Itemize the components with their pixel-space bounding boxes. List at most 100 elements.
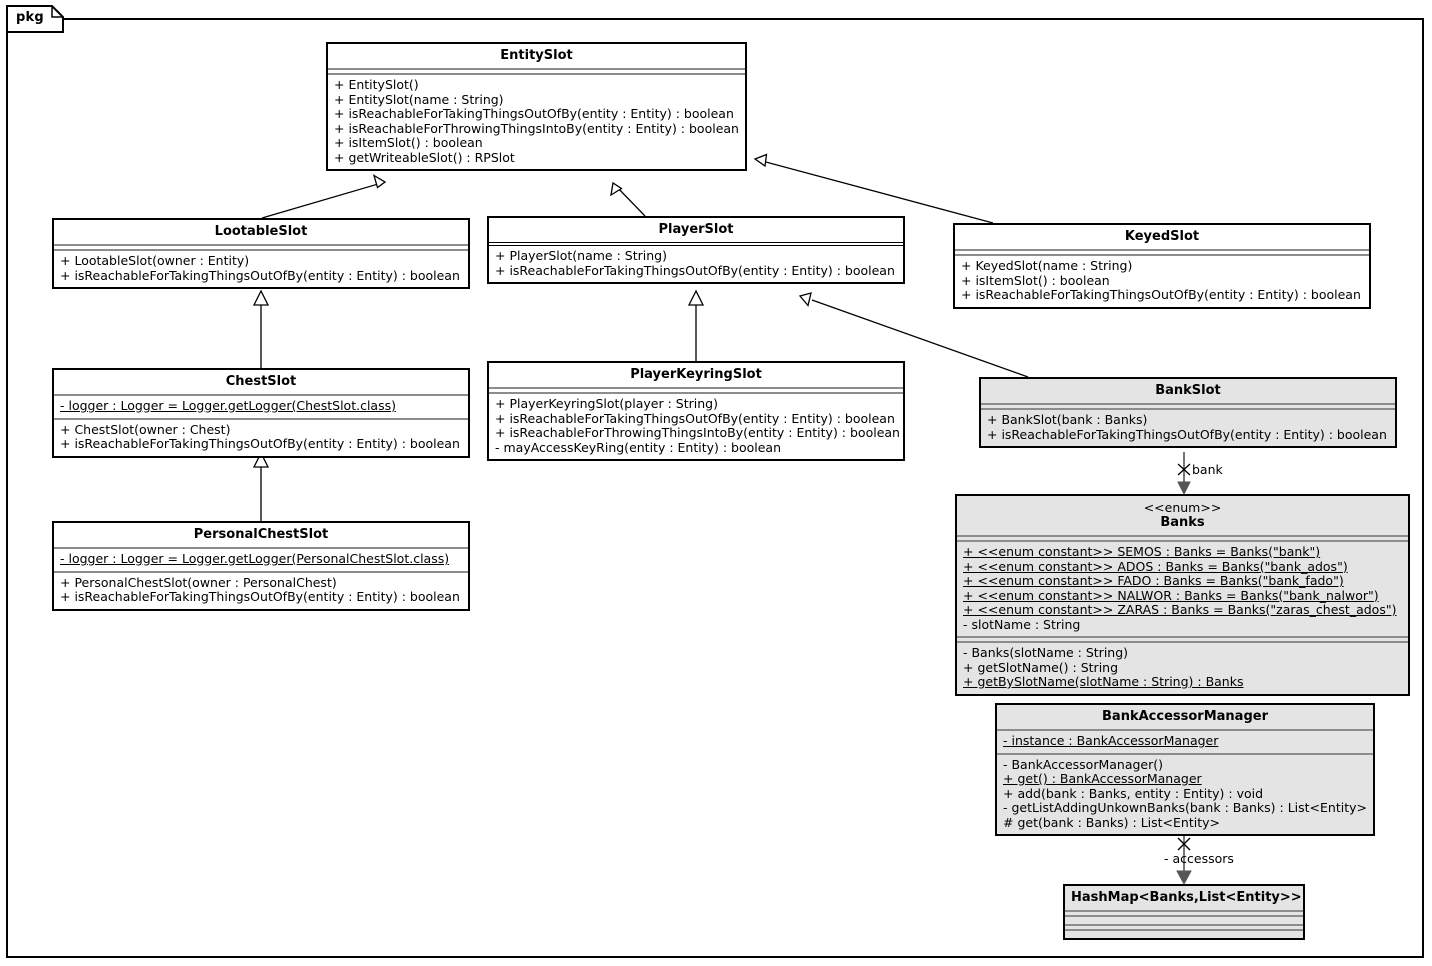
class-banks-enum-stereotype: <<enum>> bbox=[1143, 500, 1222, 515]
operation: + getSlotName() : String bbox=[963, 659, 1119, 675]
class-entity-slot-title: EntitySlot bbox=[328, 44, 745, 68]
class-banks-enum-operations: - Banks(slotName : String) + getSlotName… bbox=[957, 643, 1408, 694]
class-hashmap-separator-1 bbox=[1065, 910, 1303, 917]
enum-constant: + <<enum constant>> SEMOS : Banks = Bank… bbox=[963, 544, 1321, 559]
package-tab-label: pkg bbox=[16, 10, 44, 25]
operation: + isReachableForThrowingThingsIntoBy(ent… bbox=[334, 120, 739, 136]
class-bank-accessor-manager-operations: - BankAccessorManager() + get() : BankAc… bbox=[997, 754, 1373, 834]
operation: + BankSlot(bank : Banks) bbox=[987, 412, 1148, 427]
class-chest-slot-title: ChestSlot bbox=[54, 370, 468, 394]
class-entity-slot-separator bbox=[328, 68, 745, 75]
class-chest-slot-attributes: - logger : Logger = Logger.getLogger(Che… bbox=[54, 396, 468, 418]
class-banks-enum-separator-1 bbox=[957, 535, 1408, 542]
attribute: - logger : Logger = Logger.getLogger(Che… bbox=[60, 398, 396, 413]
operation: + add(bank : Banks, entity : Entity) : v… bbox=[1003, 785, 1264, 801]
class-banks-enum[interactable]: <<enum>> Banks + <<enum constant>> SEMOS… bbox=[955, 494, 1410, 696]
operation: + isReachableForTakingThingsOutOfBy(enti… bbox=[60, 436, 460, 451]
operation: - BankAccessorManager() bbox=[1003, 756, 1164, 772]
class-personal-chest-slot-operations: + PersonalChestSlot(owner : PersonalChes… bbox=[54, 572, 468, 609]
class-hashmap-operations bbox=[1065, 931, 1303, 938]
operation: + isReachableForTakingThingsOutOfBy(enti… bbox=[60, 267, 460, 283]
class-personal-chest-slot-title: PersonalChestSlot bbox=[54, 523, 468, 547]
class-hashmap[interactable]: HashMap<Banks,List<Entity>> bbox=[1063, 884, 1305, 940]
class-chest-slot-operations: + ChestSlot(owner : Chest) + isReachable… bbox=[54, 419, 468, 456]
class-entity-slot-operations: + EntitySlot() + EntitySlot(name : Strin… bbox=[328, 75, 745, 169]
class-bank-accessor-manager-attributes: - instance : BankAccessorManager bbox=[997, 731, 1373, 753]
operation: - mayAccessKeyRing(entity : Entity) : bo… bbox=[495, 439, 782, 455]
operation: + PlayerKeyringSlot(player : String) bbox=[495, 396, 718, 411]
attribute: - instance : BankAccessorManager bbox=[1003, 733, 1219, 748]
class-player-keyring-slot-separator bbox=[489, 387, 903, 394]
operation: + EntitySlot() bbox=[334, 77, 419, 92]
operation: + isItemSlot() : boolean bbox=[961, 272, 1110, 288]
operation: + isReachableForTakingThingsOutOfBy(enti… bbox=[961, 287, 1361, 302]
class-hashmap-attributes bbox=[1065, 917, 1303, 924]
class-player-keyring-slot-operations: + PlayerKeyringSlot(player : String) + i… bbox=[489, 394, 903, 459]
class-chest-slot[interactable]: ChestSlot - logger : Logger = Logger.get… bbox=[52, 368, 470, 458]
class-lootable-slot-title: LootableSlot bbox=[54, 220, 468, 244]
enum-constant: + <<enum constant>> ADOS : Banks = Banks… bbox=[963, 558, 1348, 574]
edge-label-bank: bank bbox=[1192, 462, 1223, 477]
class-player-keyring-slot-title: PlayerKeyringSlot bbox=[489, 363, 903, 387]
operation: + isReachableForTakingThingsOutOfBy(enti… bbox=[987, 426, 1387, 442]
enum-constant: + <<enum constant>> ZARAS : Banks = Bank… bbox=[963, 602, 1397, 617]
package-tab: pkg bbox=[6, 5, 64, 33]
operation: + LootableSlot(owner : Entity) bbox=[60, 253, 250, 268]
class-bank-accessor-manager-separator-2 bbox=[997, 752, 1373, 755]
class-personal-chest-slot-separator-2 bbox=[54, 570, 468, 573]
operation: + EntitySlot(name : String) bbox=[334, 91, 504, 107]
operation: + PersonalChestSlot(owner : PersonalChes… bbox=[60, 574, 337, 590]
class-banks-enum-attributes: + <<enum constant>> SEMOS : Banks = Bank… bbox=[957, 542, 1408, 636]
class-keyed-slot-operations: + KeyedSlot(name : String) + isItemSlot(… bbox=[955, 256, 1369, 307]
class-player-keyring-slot[interactable]: PlayerKeyringSlot + PlayerKeyringSlot(pl… bbox=[487, 361, 905, 461]
class-lootable-slot-separator bbox=[54, 244, 468, 251]
class-player-slot[interactable]: PlayerSlot + PlayerSlot(name : String) +… bbox=[487, 216, 905, 284]
operation: + isReachableForThrowingThingsIntoBy(ent… bbox=[495, 425, 900, 440]
class-keyed-slot-separator bbox=[955, 249, 1369, 256]
class-bank-slot-operations: + BankSlot(bank : Banks) + isReachableFo… bbox=[981, 410, 1395, 446]
class-bank-slot-title: BankSlot bbox=[981, 379, 1395, 403]
operation: + getWriteableSlot() : RPSlot bbox=[334, 149, 515, 165]
class-bank-accessor-manager[interactable]: BankAccessorManager - instance : BankAcc… bbox=[995, 703, 1375, 836]
class-entity-slot[interactable]: EntitySlot + EntitySlot() + EntitySlot(n… bbox=[326, 42, 747, 171]
class-player-slot-title: PlayerSlot bbox=[489, 218, 903, 242]
attribute: - logger : Logger = Logger.getLogger(Per… bbox=[60, 551, 450, 566]
class-hashmap-separator-2 bbox=[1065, 924, 1303, 931]
class-personal-chest-slot[interactable]: PersonalChestSlot - logger : Logger = Lo… bbox=[52, 521, 470, 611]
package-tab-shape bbox=[6, 5, 64, 33]
class-bank-slot[interactable]: BankSlot + BankSlot(bank : Banks) + isRe… bbox=[979, 377, 1397, 448]
class-banks-enum-title: <<enum>> Banks bbox=[957, 496, 1408, 535]
operation: + isReachableForTakingThingsOutOfBy(enti… bbox=[495, 262, 895, 278]
class-lootable-slot[interactable]: LootableSlot + LootableSlot(owner : Enti… bbox=[52, 218, 470, 289]
operation: # get(bank : Banks) : List<Entity> bbox=[1003, 814, 1220, 830]
operation: + ChestSlot(owner : Chest) bbox=[60, 421, 231, 437]
class-lootable-slot-operations: + LootableSlot(owner : Entity) + isReach… bbox=[54, 251, 468, 287]
class-player-slot-operations: + PlayerSlot(name : String) + isReachabl… bbox=[489, 246, 903, 282]
operation: + isReachableForTakingThingsOutOfBy(enti… bbox=[495, 410, 895, 426]
operation: + isReachableForTakingThingsOutOfBy(enti… bbox=[60, 589, 460, 604]
class-chest-slot-separator-2 bbox=[54, 417, 468, 420]
operation: + isItemSlot() : boolean bbox=[334, 135, 483, 150]
operation: + get() : BankAccessorManager bbox=[1003, 771, 1202, 786]
enum-constant: + <<enum constant>> NALWOR : Banks = Ban… bbox=[963, 587, 1379, 603]
class-personal-chest-slot-attributes: - logger : Logger = Logger.getLogger(Per… bbox=[54, 549, 468, 571]
class-bank-accessor-manager-title: BankAccessorManager bbox=[997, 705, 1373, 729]
operation: - getListAddingUnkownBanks(bank : Banks)… bbox=[1003, 800, 1367, 815]
class-player-slot-separator bbox=[489, 242, 903, 246]
class-banks-enum-name: Banks bbox=[1160, 515, 1205, 530]
class-banks-enum-separator-2 bbox=[957, 636, 1408, 643]
class-keyed-slot-title: KeyedSlot bbox=[955, 225, 1369, 249]
edge-label-accessors: - accessors bbox=[1164, 851, 1234, 866]
class-hashmap-title: HashMap<Banks,List<Entity>> bbox=[1065, 886, 1303, 910]
operation: + KeyedSlot(name : String) bbox=[961, 258, 1133, 273]
class-keyed-slot[interactable]: KeyedSlot + KeyedSlot(name : String) + i… bbox=[953, 223, 1371, 309]
class-personal-chest-slot-separator-1 bbox=[54, 547, 468, 549]
package-frame bbox=[6, 18, 1424, 958]
class-chest-slot-separator-1 bbox=[54, 394, 468, 396]
operation: + isReachableForTakingThingsOutOfBy(enti… bbox=[334, 106, 734, 121]
enum-constant: + <<enum constant>> FADO : Banks = Banks… bbox=[963, 573, 1344, 588]
operation: + PlayerSlot(name : String) bbox=[495, 248, 667, 263]
class-bank-slot-separator bbox=[981, 403, 1395, 410]
operation: - Banks(slotName : String) bbox=[963, 645, 1129, 660]
